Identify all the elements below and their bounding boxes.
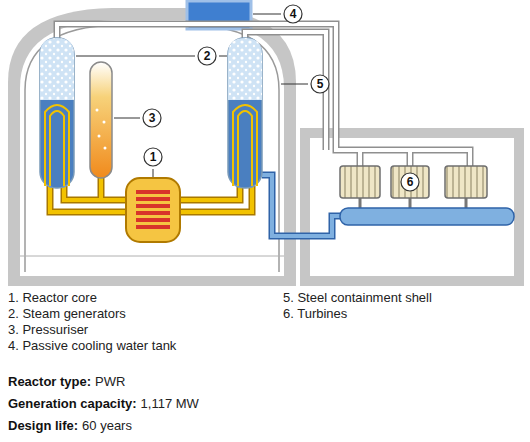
key-item: 6. Turbines — [283, 306, 347, 321]
callout-number: 5 — [317, 77, 324, 91]
callout-number: 4 — [290, 7, 297, 21]
pressuriser — [90, 62, 112, 178]
containment-wall — [8, 8, 296, 286]
turbine — [340, 166, 487, 210]
key-item: 3. Pressuriser — [8, 322, 88, 337]
callout-circle: 1 — [143, 147, 163, 167]
condenser — [340, 208, 514, 225]
callout-circle: 4 — [283, 4, 303, 24]
callout-number: 1 — [150, 150, 157, 164]
spec-text: 1,117 MW — [141, 396, 199, 411]
callout-circle: 5 — [310, 74, 330, 94]
containment-interior — [20, 20, 284, 276]
spec-text: PWR — [95, 374, 125, 389]
pressuriser-bubbles — [96, 109, 107, 150]
reactor-core — [136, 188, 170, 232]
reactor-vessel — [126, 178, 180, 242]
spec-text: 60 years — [82, 418, 132, 433]
turbine-hall-interior — [310, 138, 514, 276]
steam-line — [57, 24, 470, 166]
spec-text: Generation capacity: — [8, 396, 137, 411]
callout-circle: 2 — [197, 46, 217, 66]
key-item: 4. Passive cooling water tank — [8, 338, 176, 353]
callout-number: 2 — [204, 49, 211, 63]
feedwater-pipe — [262, 175, 342, 236]
leader-line — [76, 14, 308, 177]
callout-circle: 3 — [142, 108, 162, 128]
callout-circle: 6 — [400, 172, 420, 192]
spec-text: Design life: — [8, 418, 78, 433]
key-item: 5. Steel containment shell — [283, 290, 432, 305]
callout-number: 3 — [149, 111, 156, 125]
key-item: 1. Reactor core — [8, 290, 97, 305]
steel-shell — [25, 25, 279, 272]
floor — [20, 256, 284, 257]
key-item: 2. Steam generators — [8, 306, 126, 321]
spec-text: Reactor type: — [8, 374, 91, 389]
steam-generator — [40, 38, 262, 188]
callout-number: 6 — [407, 175, 414, 189]
